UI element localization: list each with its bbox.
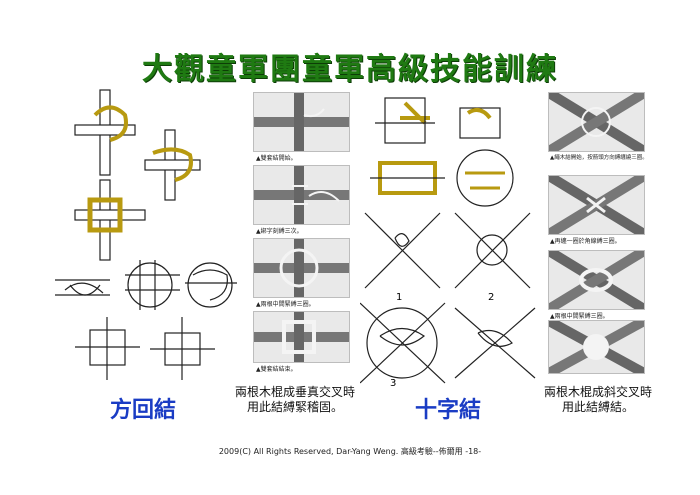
diagonal-lashing-name: 十字結 [415,397,482,423]
diagonal-lashing-photo-3 [548,250,645,310]
square-lashing-diagrams [55,85,240,385]
square-lashing-description-line1: 兩根木棍成垂真交叉時 [234,385,355,399]
diagram-number-2: 2 [488,292,494,303]
square-lashing-caption-4: ▲雙套結結束。 [256,366,297,373]
square-lashing-photo-2 [253,165,350,225]
square-lashing-description: 兩根木棍成垂真交叉時 用此結縛緊稽固。 [225,385,365,415]
square-lashing-caption-1: ▲雙套結開始。 [256,155,297,162]
diagonal-lashing-description-line1: 兩根木棍成斜交叉時 [543,385,652,399]
diagonal-lashing-description: 兩根木棍成斜交叉時 用此結縛結。 [528,385,668,415]
square-lashing-caption-2: ▲綁字刻縛三次。 [256,228,303,235]
diagram-number-3: 3 [390,378,396,388]
diagonal-lashing-caption-2: ▲再纏一圈於角線縛三圈。 [550,238,621,245]
square-lashing-photo-4 [253,311,350,363]
diagonal-lashing-photo-1 [548,92,645,152]
diagonal-lashing-diagrams: 1 2 3 [360,88,538,388]
diagonal-lashing-caption-3: ▲兩根中間緊縛三圈。 [550,313,609,320]
diagonal-lashing-steps-illustration: 1 2 3 [360,97,536,388]
footer-copyright: 2009(C) All Rights Reserved, Dar-Yang We… [218,447,482,456]
square-lashing-caption-3: ▲兩根中間緊縛三圈。 [256,301,315,308]
diagonal-lashing-description-line2: 用此結縛結。 [561,400,634,414]
square-lashing-photo-1 [253,92,350,152]
diagram-number-1: 1 [396,292,402,303]
square-lashing-name: 方回結 [110,397,177,423]
diagonal-lashing-photo-2 [548,175,645,235]
square-lashing-steps-illustration [55,89,237,380]
square-lashing-description-line2: 用此結縛緊稽固。 [246,400,343,414]
page-title: 大觀童軍團童軍高級技能訓練 [142,52,558,87]
diagonal-lashing-caption-1: ▲繩木結開始，按箭頭方向縛纏繞三圈。 [550,155,648,161]
square-lashing-photo-3 [253,238,350,298]
diagonal-lashing-photo-4 [548,320,645,374]
